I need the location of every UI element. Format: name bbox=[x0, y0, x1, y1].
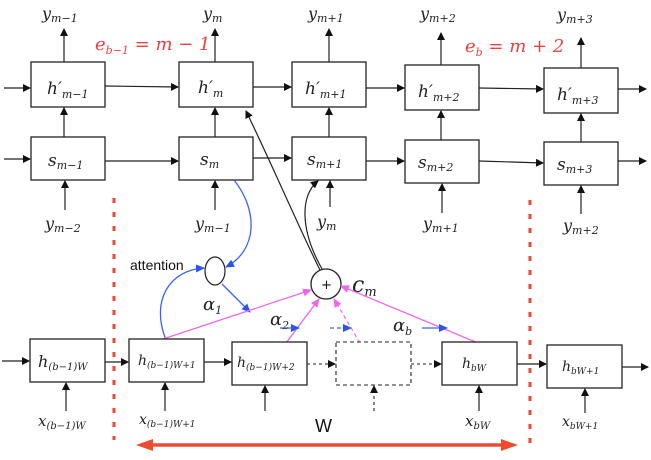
attention-label: attention bbox=[130, 257, 184, 273]
window-span-arrowhead-left bbox=[136, 439, 153, 451]
hprime-node-1 bbox=[178, 61, 254, 108]
s-node-0 bbox=[30, 136, 106, 181]
output-label-4: ym+3 bbox=[556, 5, 593, 26]
s-label-0: sm−1 bbox=[48, 151, 83, 172]
encoder-input-label-5: xbW+1 bbox=[562, 414, 598, 432]
boundary-label-left: eb−1 = m − 1 bbox=[95, 34, 211, 57]
alpha1-arrow bbox=[221, 283, 251, 313]
output-label-3: ym+2 bbox=[419, 4, 456, 25]
hprime-label-2: h′m+1 bbox=[305, 79, 346, 101]
context-weight-line-1 bbox=[159, 288, 312, 341]
s-row bbox=[4, 107, 647, 214]
encoder-node-ellipsis bbox=[335, 341, 412, 386]
output-label-1: ym bbox=[202, 4, 222, 25]
encoder-node-4 bbox=[441, 341, 518, 386]
s-node-2 bbox=[291, 136, 367, 181]
input-label-1: ym−1 bbox=[194, 214, 231, 235]
hprime-arrow bbox=[478, 84, 544, 93]
hprime-label-0: h′m−1 bbox=[47, 79, 88, 101]
input-label-2: ym bbox=[316, 212, 336, 233]
s-label-4: sm+3 bbox=[557, 155, 592, 176]
encoder-node-2 bbox=[231, 341, 308, 386]
hprime-label-4: h′m+3 bbox=[557, 85, 598, 107]
key-arrow bbox=[159, 264, 205, 341]
window-span-arrowhead-right bbox=[501, 439, 518, 451]
encoder-input-label-1: x(b−1)W+1 bbox=[139, 412, 195, 430]
hprime-node-0 bbox=[30, 61, 106, 108]
output-label-2: ym+1 bbox=[307, 4, 344, 25]
context-weight-line-b bbox=[340, 285, 479, 344]
context-to-hprime-arrow bbox=[245, 110, 321, 271]
boundary-label-right: eb = m + 2 bbox=[465, 36, 564, 59]
attention-node bbox=[204, 256, 226, 286]
encoder-input-label-0: x(b−1)W bbox=[38, 412, 86, 432]
sum-symbol: + bbox=[321, 278, 332, 293]
context-weight-line-dashed bbox=[333, 298, 361, 344]
alpha1-label: α1 bbox=[203, 294, 222, 317]
encoder-label-2: h(b−1)W+2 bbox=[237, 355, 295, 373]
input-label-3: ym+1 bbox=[422, 214, 459, 235]
context-to-s-arrow bbox=[304, 180, 323, 270]
context-sum-node bbox=[310, 268, 342, 300]
s-label-1: sm bbox=[200, 150, 219, 171]
input-label-0: ym−2 bbox=[44, 214, 81, 235]
encoder-label-1: h(b−1)W+1 bbox=[138, 353, 196, 371]
encoder-label-5: hbW+1 bbox=[562, 359, 599, 377]
hprime-node-4 bbox=[543, 67, 619, 114]
alpha2-label: α2 bbox=[270, 309, 289, 332]
encoder-label-0: h(b−1)W bbox=[38, 352, 88, 373]
alphab-label: αb bbox=[393, 315, 412, 338]
window-label: W bbox=[315, 416, 332, 436]
encoder-label-4: hbW bbox=[462, 356, 487, 374]
s-label-3: sm+2 bbox=[418, 153, 453, 174]
output-label-0: ym−1 bbox=[41, 4, 78, 25]
encoder-row bbox=[2, 338, 649, 413]
query-arrow bbox=[225, 179, 252, 268]
input-label-4: ym+2 bbox=[562, 216, 599, 237]
s-arrow bbox=[478, 158, 544, 167]
context-weight-line-2 bbox=[285, 298, 320, 344]
s-label-2: sm+1 bbox=[307, 150, 342, 171]
encoder-input-label-4: xbW bbox=[465, 412, 491, 432]
hprime-arrow bbox=[104, 82, 179, 91]
hprime-label-3: h′m+2 bbox=[418, 82, 459, 104]
s-node-3 bbox=[404, 139, 480, 184]
hprime-label-1: h′m bbox=[198, 78, 223, 100]
encoder-node-0 bbox=[29, 338, 106, 383]
